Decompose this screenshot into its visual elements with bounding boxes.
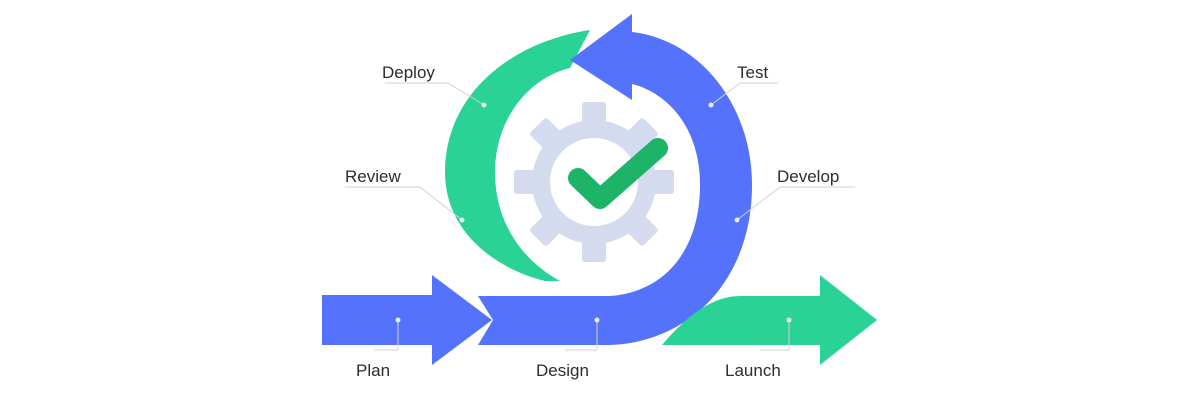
launch-leader bbox=[760, 320, 790, 351]
green-cycle-arc bbox=[445, 30, 590, 281]
develop-dot bbox=[734, 217, 740, 223]
label-plan: Plan bbox=[356, 361, 390, 380]
develop-leader bbox=[736, 186, 855, 221]
blue-cycle-arc bbox=[478, 14, 752, 345]
review-dot bbox=[459, 217, 465, 223]
review-leader bbox=[345, 186, 463, 221]
leader-lines bbox=[345, 82, 855, 351]
launch-dot bbox=[786, 317, 792, 323]
design-dot bbox=[594, 317, 600, 323]
test-leader bbox=[710, 82, 778, 106]
label-design: Design bbox=[536, 361, 589, 380]
plan-dot bbox=[395, 317, 401, 323]
launch-arrow bbox=[662, 275, 877, 365]
label-test: Test bbox=[737, 63, 768, 82]
label-review: Review bbox=[345, 167, 401, 186]
label-launch: Launch bbox=[725, 361, 781, 380]
label-develop: Develop bbox=[777, 167, 839, 186]
deploy-leader bbox=[385, 82, 485, 106]
checkmark-icon bbox=[568, 138, 668, 209]
plan-leader bbox=[374, 320, 399, 351]
deploy-dot bbox=[481, 102, 487, 108]
test-dot bbox=[708, 102, 714, 108]
label-deploy: Deploy bbox=[382, 63, 435, 82]
plan-arrow bbox=[322, 275, 492, 365]
anchor-dots bbox=[395, 102, 792, 323]
design-leader bbox=[565, 320, 598, 351]
